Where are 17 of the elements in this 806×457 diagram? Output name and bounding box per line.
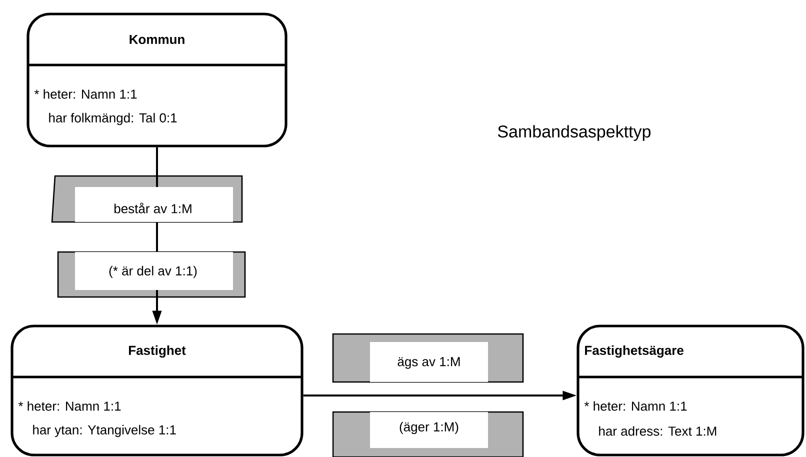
attribute-text: har folkmängd: Tal 0:1: [49, 112, 177, 126]
relationship-label: (* är del av 1:1): [109, 266, 197, 278]
entity-heading: Fastighetsägare: [585, 345, 684, 358]
entity-box: [576, 324, 804, 456]
attribute-text: har ytan: Ytangivelse 1:1: [33, 424, 176, 438]
edge-label: består av 1:M: [114, 202, 192, 214]
entity-box: [26, 12, 288, 148]
diagram-title: Sambandsaspekttyp: [498, 125, 650, 141]
relationship-label: (äger 1:M): [400, 422, 458, 434]
attribute-text: * heter: Namn 1:1: [18, 401, 121, 411]
attribute-text: * heter: Namn 1:1: [584, 401, 687, 411]
attribute-text: * heter: Namn 1:1: [34, 89, 137, 99]
edge-label: ägs av 1:M: [398, 357, 460, 369]
entity-box: [10, 324, 304, 456]
entity-heading: Kommun: [130, 34, 184, 44]
attribute-text: har adress: Text 1:M: [599, 426, 716, 436]
entity-heading: Fastighet: [128, 345, 186, 358]
